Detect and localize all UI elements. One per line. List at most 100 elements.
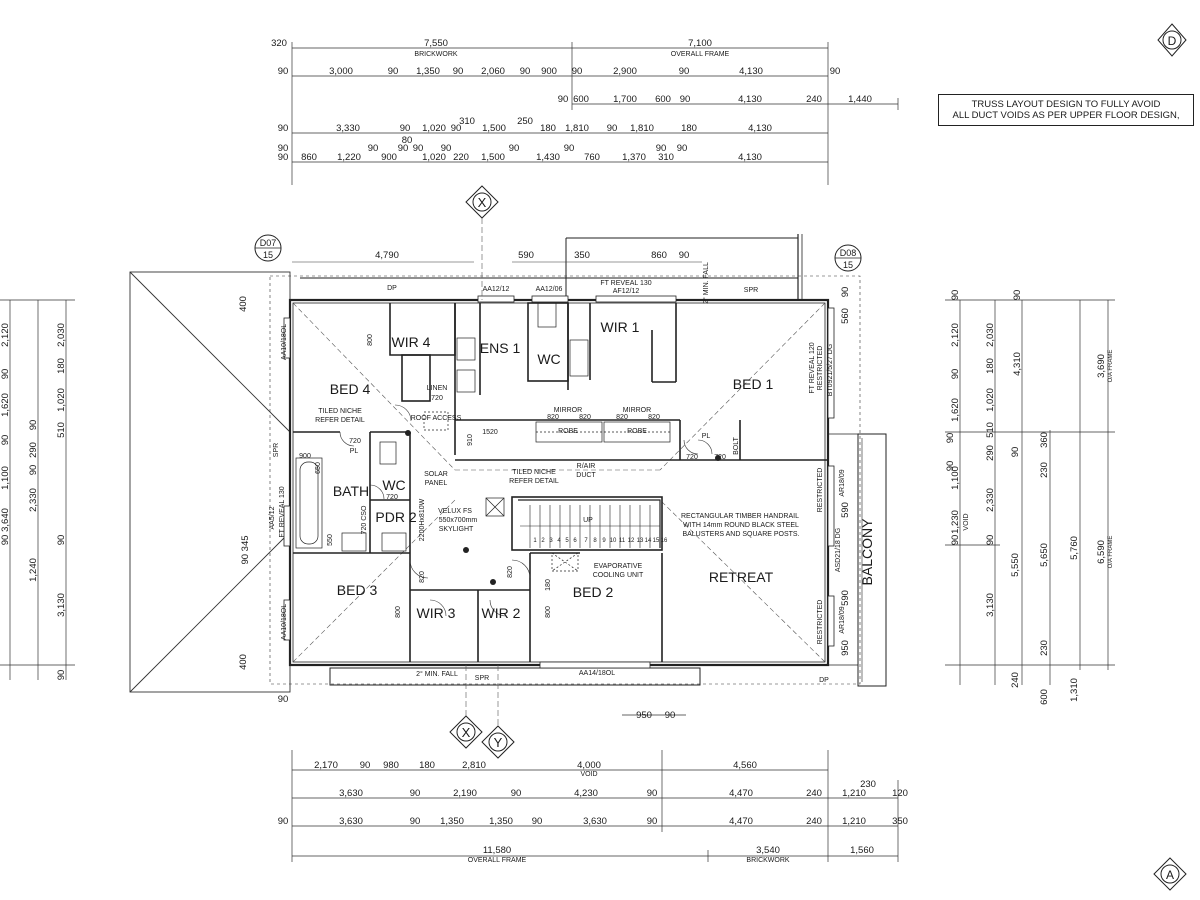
svg-text:REFER DETAIL: REFER DETAIL — [315, 417, 365, 424]
svg-text:R/AIR: R/AIR — [577, 463, 596, 470]
svg-text:220: 220 — [453, 152, 469, 163]
svg-text:2,120: 2,120 — [0, 323, 11, 347]
svg-text:11: 11 — [619, 538, 626, 544]
svg-text:COOLING UNIT: COOLING UNIT — [593, 572, 644, 579]
svg-text:16: 16 — [661, 538, 668, 544]
svg-text:WITH 14mm ROUND BLACK STEEL: WITH 14mm ROUND BLACK STEEL — [683, 522, 799, 529]
svg-text:90: 90 — [647, 816, 658, 827]
svg-text:980: 980 — [383, 760, 399, 771]
svg-text:11,580: 11,580 — [483, 845, 511, 856]
svg-text:RESTRICTED: RESTRICTED — [817, 468, 824, 513]
svg-text:820: 820 — [547, 414, 559, 421]
svg-text:2,330: 2,330 — [28, 488, 39, 512]
svg-text:RECTANGULAR TIMBER HANDRAIL: RECTANGULAR TIMBER HANDRAIL — [681, 513, 799, 520]
svg-text:5,760: 5,760 — [1069, 536, 1080, 560]
svg-text:1,230: 1,230 — [950, 510, 961, 534]
svg-text:REFER DETAIL: REFER DETAIL — [509, 478, 559, 485]
door-swings — [339, 404, 713, 617]
svg-text:600: 600 — [573, 94, 589, 105]
svg-text:950: 950 — [636, 710, 652, 721]
svg-text:90: 90 — [950, 290, 961, 301]
svg-text:650: 650 — [315, 462, 322, 474]
svg-text:1,500: 1,500 — [482, 123, 506, 134]
note-line-2: ALL DUCT VOIDS AS PER UPPER FLOOR DESIGN… — [952, 110, 1180, 121]
svg-text:4,130: 4,130 — [738, 94, 762, 105]
svg-text:1,810: 1,810 — [630, 123, 654, 134]
svg-text:1,430: 1,430 — [536, 152, 560, 163]
svg-text:90: 90 — [398, 143, 409, 154]
dim-320: 320 — [271, 38, 287, 49]
svg-text:230: 230 — [1039, 462, 1050, 478]
svg-text:1,100: 1,100 — [0, 466, 11, 490]
svg-text:90: 90 — [0, 369, 11, 380]
annotation-labels: DP AA12/12 AA12/06 FT REVEAL 130 AF12/12… — [269, 262, 846, 684]
smoke-detector-icons — [405, 430, 721, 585]
note-line-1: TRUSS LAYOUT DESIGN TO FULLY AVOID — [971, 99, 1161, 110]
svg-text:90: 90 — [0, 435, 11, 446]
svg-text:90: 90 — [278, 152, 289, 163]
svg-text:90: 90 — [441, 143, 452, 154]
svg-text:90 345: 90 345 — [240, 535, 251, 564]
roof-outline — [129, 271, 861, 693]
room-wir1: WIR 1 — [601, 319, 640, 335]
svg-text:600: 600 — [655, 94, 671, 105]
svg-text:2: 2 — [541, 538, 545, 544]
svg-text:FT REVEAL 130: FT REVEAL 130 — [600, 280, 651, 287]
svg-text:180: 180 — [681, 123, 697, 134]
svg-text:2,190: 2,190 — [453, 788, 477, 799]
svg-text:1,310: 1,310 — [1069, 678, 1080, 702]
svg-text:1,700: 1,700 — [613, 94, 637, 105]
svg-text:AA10/18OL: AA10/18OL — [281, 324, 288, 360]
svg-text:2° MIN. FALL: 2° MIN. FALL — [416, 670, 458, 678]
svg-text:O/A FRAME: O/A FRAME — [1108, 536, 1114, 569]
svg-text:1,020: 1,020 — [422, 152, 446, 163]
svg-text:4,130: 4,130 — [738, 152, 762, 163]
svg-text:720 CSO: 720 CSO — [361, 505, 368, 534]
room-balcony: BALCONY — [859, 518, 875, 586]
internal-walls — [293, 302, 828, 662]
room-labels: WIR 4 ENS 1 WC WIR 1 BED 4 BED 1 BATH WC… — [330, 319, 875, 621]
svg-text:90: 90 — [572, 66, 583, 77]
svg-text:90: 90 — [665, 710, 676, 721]
svg-text:590: 590 — [518, 250, 534, 261]
svg-text:3,630: 3,630 — [339, 788, 363, 799]
svg-text:350: 350 — [574, 250, 590, 261]
room-wc: WC — [382, 477, 405, 493]
svg-text:90: 90 — [1010, 447, 1021, 458]
svg-text:15: 15 — [263, 250, 273, 260]
svg-text:90: 90 — [410, 816, 421, 827]
room-bed1: BED 1 — [733, 376, 774, 392]
svg-text:180: 180 — [545, 579, 552, 591]
cabinetry — [295, 302, 671, 572]
room-wir3: WIR 3 — [417, 605, 456, 621]
svg-text:90: 90 — [278, 816, 289, 827]
svg-text:4,130: 4,130 — [739, 66, 763, 77]
svg-text:240: 240 — [806, 94, 822, 105]
left-dimension-strings — [0, 299, 75, 680]
svg-text:820: 820 — [507, 566, 514, 578]
svg-text:AA10/18OL: AA10/18OL — [281, 604, 288, 640]
room-bed3: BED 3 — [337, 582, 378, 598]
svg-text:9: 9 — [602, 538, 606, 544]
svg-text:3,630: 3,630 — [583, 816, 607, 827]
svg-text:90: 90 — [278, 123, 289, 134]
svg-text:350: 350 — [892, 816, 908, 827]
svg-text:TILED NICHE: TILED NICHE — [318, 408, 362, 415]
svg-text:FT REVEAL 130: FT REVEAL 130 — [279, 486, 286, 537]
svg-text:720: 720 — [386, 494, 398, 501]
svg-text:MIRROR: MIRROR — [623, 407, 651, 414]
svg-text:820: 820 — [648, 414, 660, 421]
room-bed4: BED 4 — [330, 381, 371, 397]
svg-text:90: 90 — [532, 816, 543, 827]
svg-text:230: 230 — [860, 779, 876, 790]
svg-text:X: X — [478, 195, 487, 210]
roof-hip-lines — [292, 302, 826, 663]
svg-text:90: 90 — [413, 143, 424, 154]
svg-text:1,220: 1,220 — [337, 152, 361, 163]
svg-text:SKYLIGHT: SKYLIGHT — [439, 526, 474, 533]
svg-text:1,020: 1,020 — [422, 123, 446, 134]
svg-text:DUCT: DUCT — [576, 472, 596, 479]
svg-text:ROBE: ROBE — [558, 428, 578, 435]
svg-text:LINEN: LINEN — [427, 385, 448, 392]
svg-text:720: 720 — [349, 438, 361, 445]
